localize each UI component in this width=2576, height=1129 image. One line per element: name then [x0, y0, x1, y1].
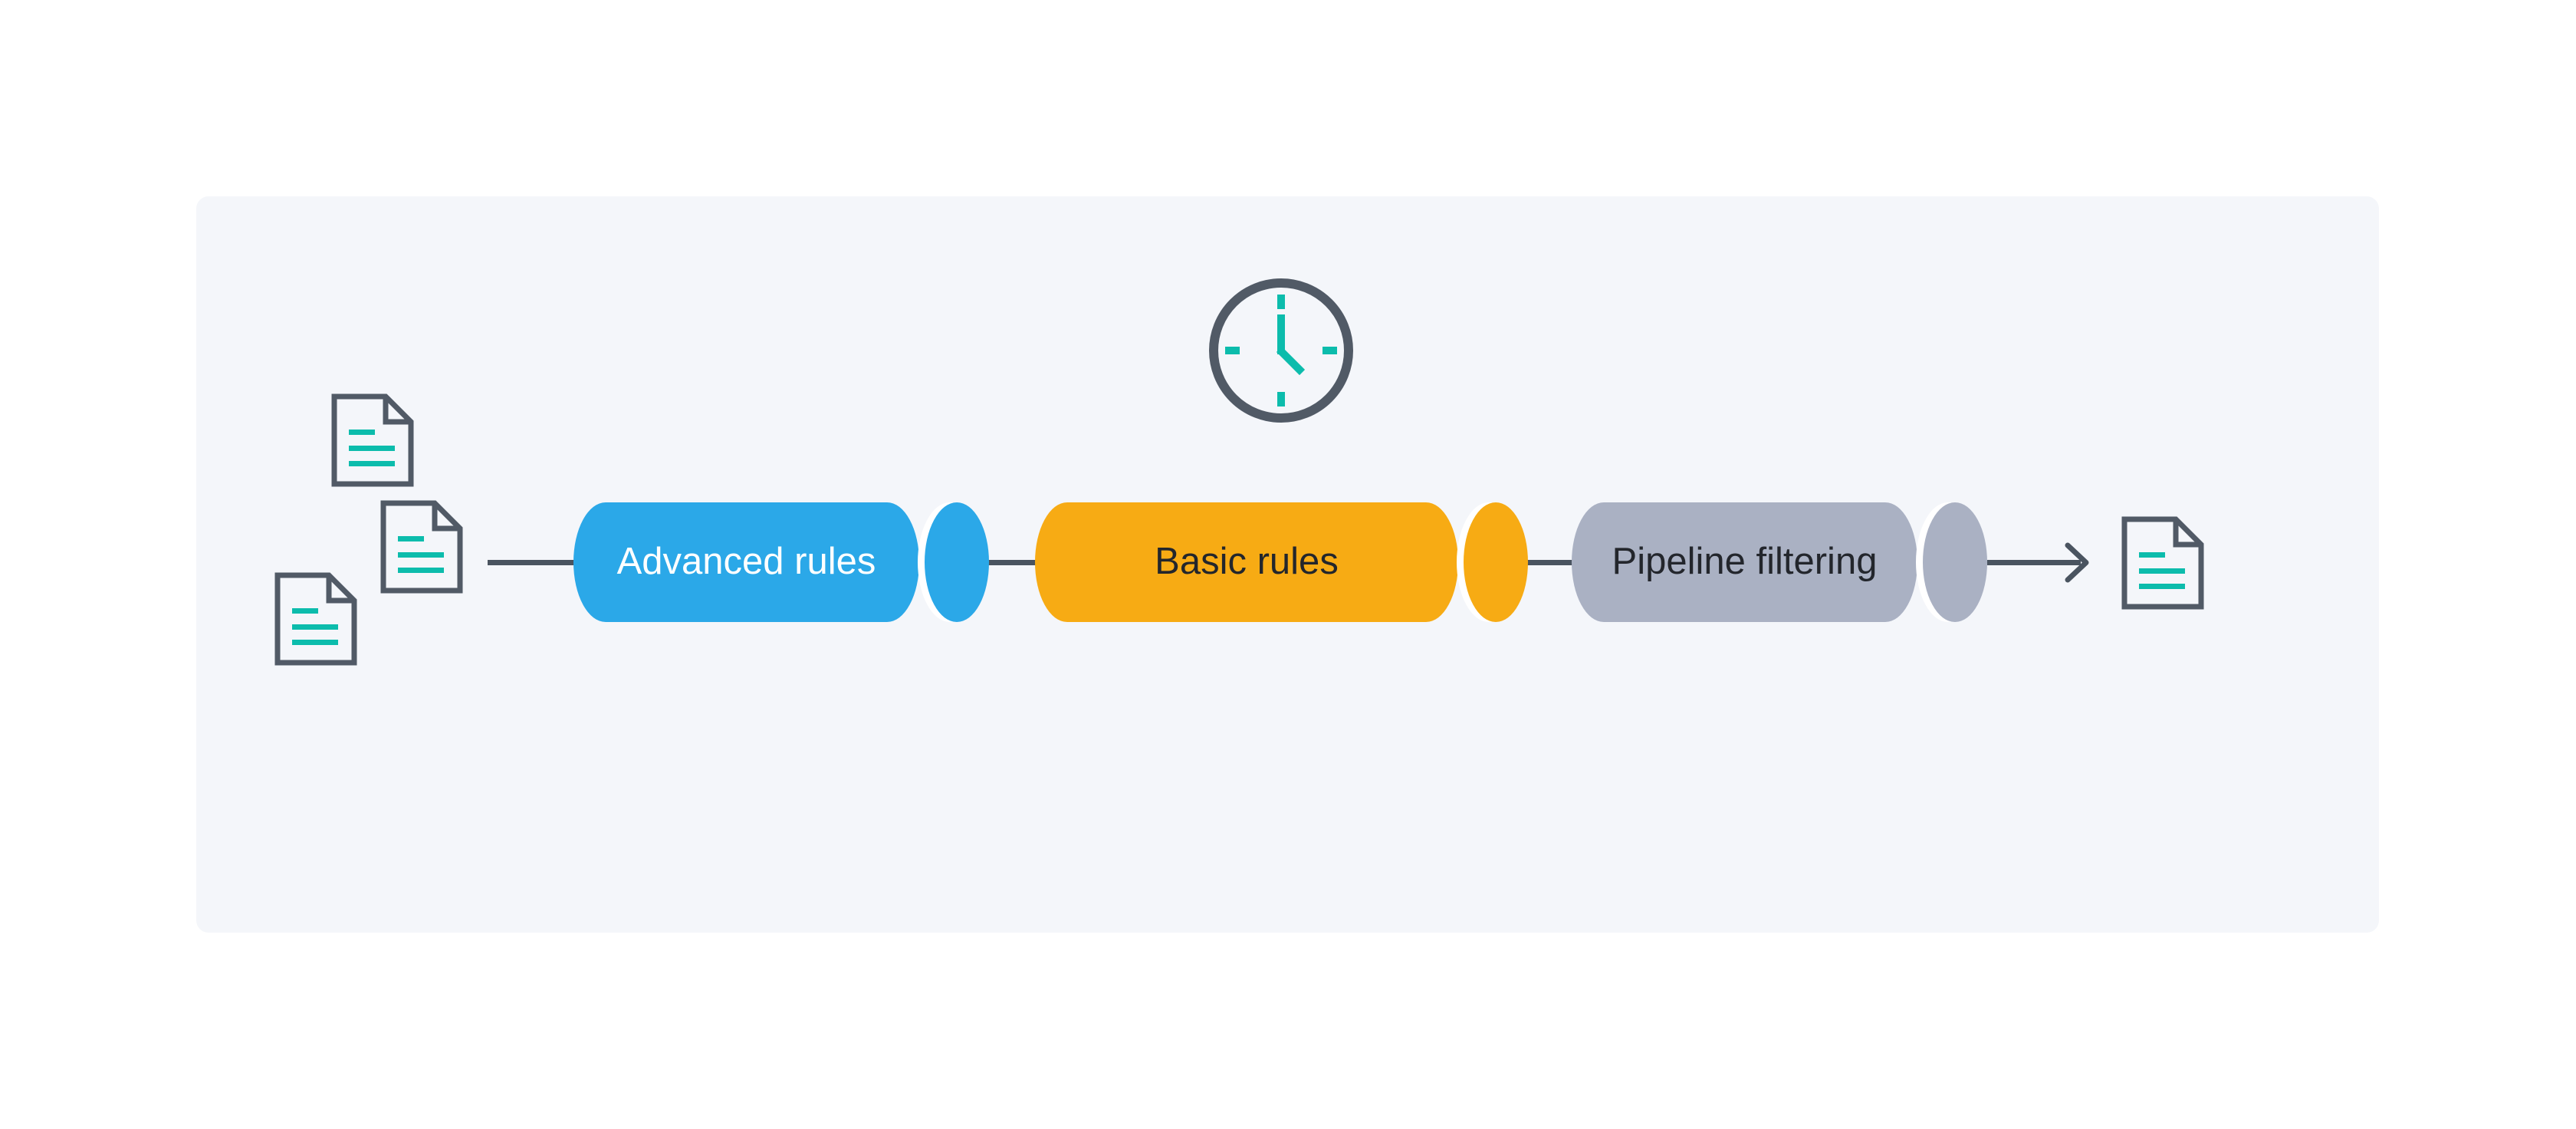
document-text-line [349, 461, 395, 466]
clock-tick-6 [1277, 392, 1285, 407]
clock-tick-3 [1322, 347, 1337, 354]
document-text-line [398, 568, 444, 573]
document-fold [326, 575, 354, 604]
document-text-line [292, 608, 318, 614]
stage-basic-rules: Basic rules [1035, 502, 1528, 622]
diagram-panel: Advanced rules Basic rules Pipeline filt… [196, 196, 2379, 933]
clock-tick-9 [1225, 347, 1240, 354]
connector-basic-to-pipeline [1524, 560, 1576, 565]
stage-cylinder-cap [925, 502, 989, 622]
document-outline [2121, 516, 2204, 610]
clock-ring [1209, 278, 1353, 423]
document-fold [383, 397, 411, 425]
stage-label: Basic rules [1155, 540, 1339, 582]
clock-hour-hand [1276, 346, 1306, 376]
stage-cylinder-body: Basic rules [1035, 502, 1458, 622]
connector-docs-to-advanced [488, 560, 578, 565]
document-text-line [292, 640, 338, 645]
stage-label: Pipeline filtering [1612, 540, 1878, 582]
connector-advanced-to-basic [984, 560, 1040, 565]
stage-cylinder-body: Advanced rules [573, 502, 919, 622]
document-outline [331, 393, 414, 487]
document-outline [380, 500, 463, 594]
clock-minute-hand [1277, 314, 1285, 354]
input-document-icon-2 [380, 500, 463, 594]
arrow-right-icon [1987, 542, 2089, 583]
stage-pipeline-filtering: Pipeline filtering [1572, 502, 1987, 622]
document-text-line [398, 552, 444, 558]
arrow-head [2065, 542, 2089, 583]
stage-cylinder-body: Pipeline filtering [1572, 502, 1917, 622]
document-text-line [2139, 568, 2185, 574]
document-fold [432, 503, 460, 532]
clock-icon [1209, 278, 1353, 423]
document-text-line [398, 536, 424, 541]
document-text-line [349, 446, 395, 451]
clock-tick-12 [1277, 295, 1285, 309]
stage-cylinder-cap [1464, 502, 1528, 622]
document-text-line [292, 624, 338, 630]
input-document-icon-1 [331, 393, 414, 487]
document-text-line [2139, 584, 2185, 589]
stage-advanced-rules: Advanced rules [573, 502, 989, 622]
document-outline [274, 572, 357, 666]
document-text-line [2139, 552, 2165, 558]
output-document-icon [2121, 516, 2204, 610]
input-document-icon-3 [274, 572, 357, 666]
document-fold [2173, 519, 2201, 548]
document-text-line [349, 430, 375, 435]
stage-label: Advanced rules [616, 540, 876, 582]
stage-cylinder-cap [1923, 502, 1987, 622]
